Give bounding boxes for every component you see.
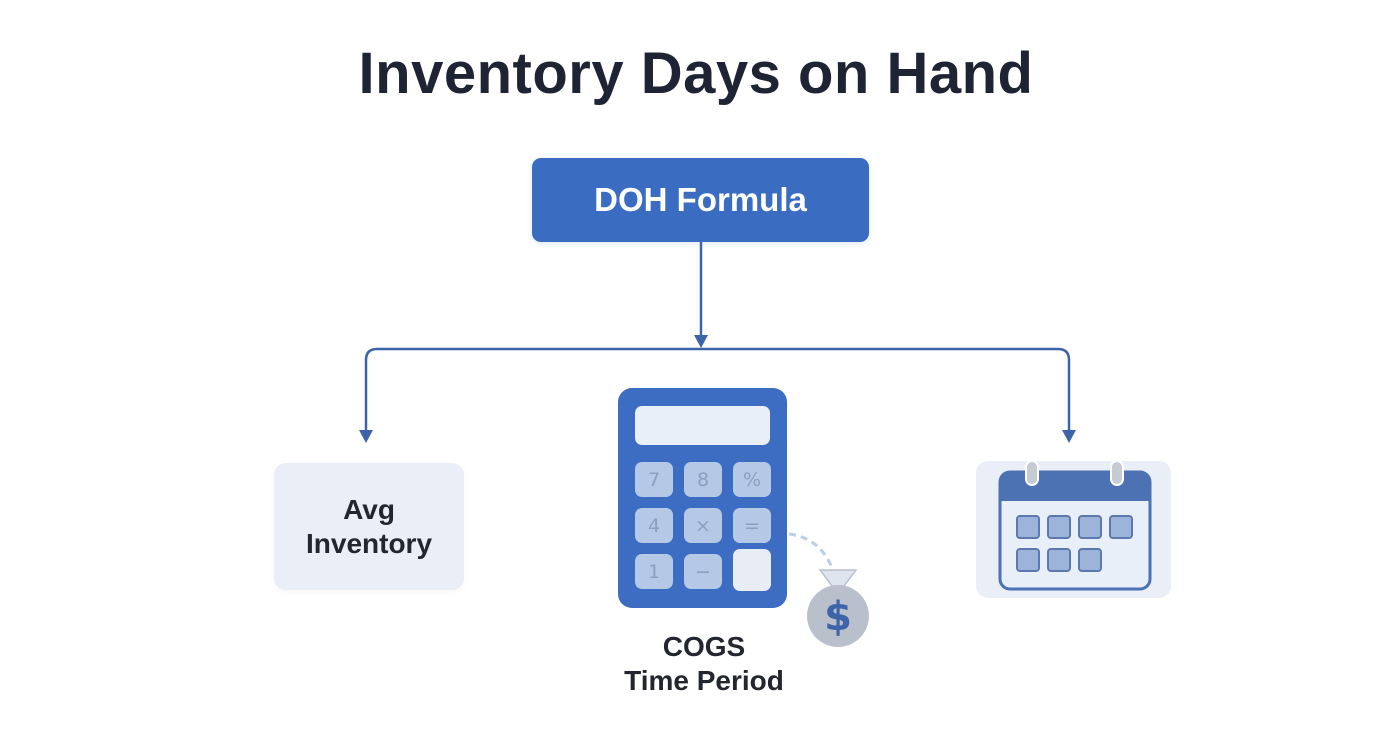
- avg-inventory-line1: Avg: [343, 493, 395, 525]
- calc-key: 8: [684, 462, 722, 497]
- avg-inventory-line2: Inventory: [305, 527, 433, 559]
- arrowhead-center-icon: [694, 335, 708, 348]
- cogs-label-line2: Time Period: [624, 665, 784, 696]
- calculator-icon: 7 8 % 4 × = 1 −: [618, 388, 787, 608]
- doh-formula-node: DOH Formula: [532, 158, 869, 242]
- dollar-sign: $: [824, 594, 852, 640]
- money-bag-icon: $: [807, 569, 869, 647]
- dashed-flow-line: [788, 532, 834, 569]
- page-title: Inventory Days on Hand: [358, 41, 1034, 106]
- doh-formula-label: DOH Formula: [594, 181, 807, 218]
- arrowhead-left-icon: [359, 430, 373, 443]
- calc-key: %: [733, 462, 771, 497]
- calc-key: =: [733, 508, 771, 543]
- cogs-label: COGS Time Period: [584, 630, 824, 698]
- calc-key-blank: [733, 549, 771, 591]
- branch-bus-line: [364, 347, 1071, 432]
- avg-inventory-node: Avg Inventory: [274, 463, 464, 590]
- arrowhead-right-icon: [1062, 430, 1076, 443]
- time-period-node: [976, 460, 1171, 598]
- cogs-label-line1: COGS: [662, 631, 746, 662]
- calc-key: ×: [684, 508, 722, 543]
- calendar-icon: [998, 460, 1152, 591]
- calc-key: 7: [635, 462, 673, 497]
- calc-key: −: [684, 554, 722, 589]
- calc-key: 4: [635, 508, 673, 543]
- calc-key: 1: [635, 554, 673, 589]
- calculator-screen: [635, 406, 770, 445]
